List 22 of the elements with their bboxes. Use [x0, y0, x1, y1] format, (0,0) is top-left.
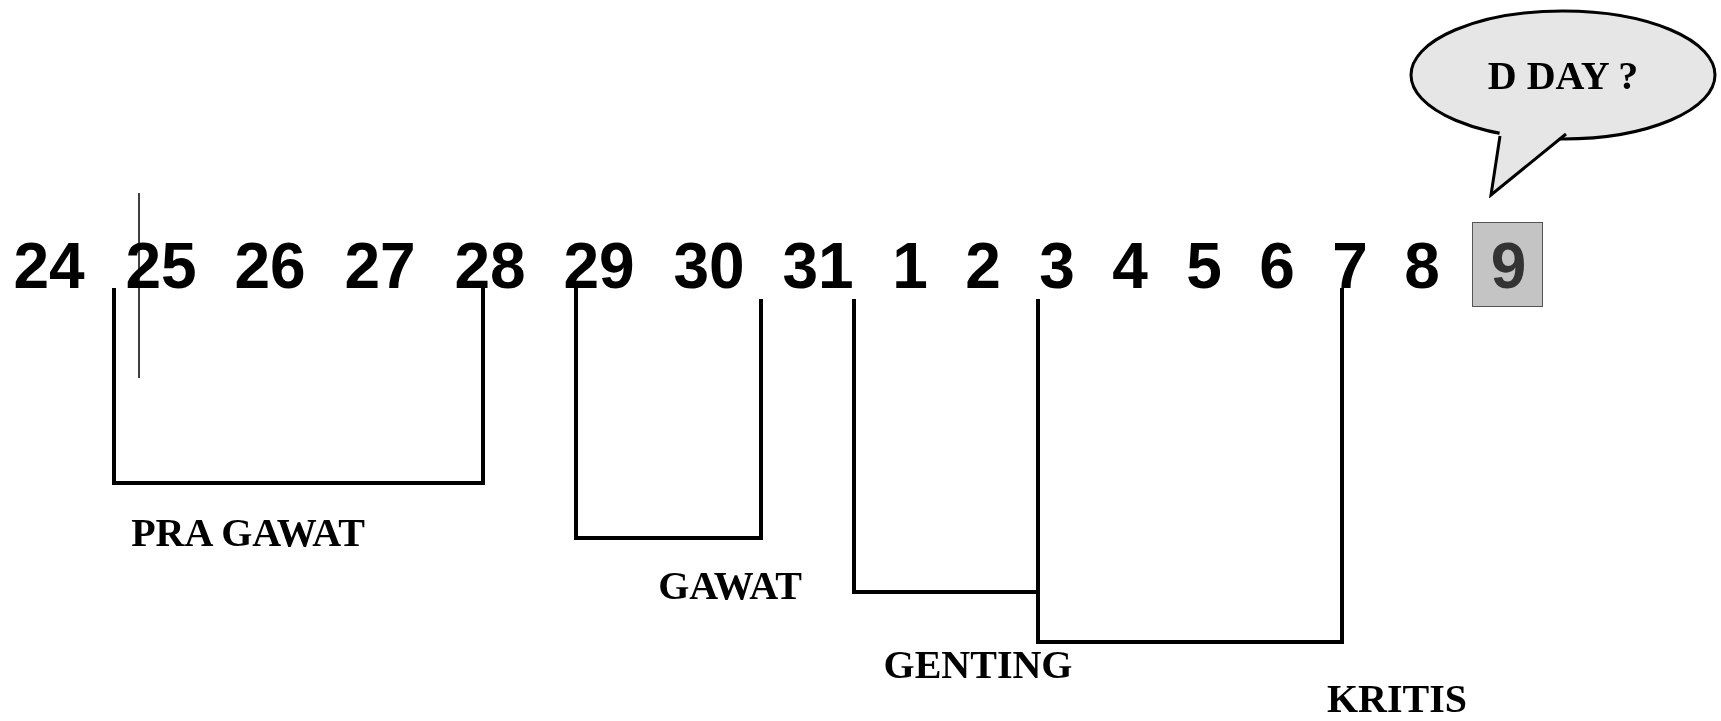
bracket-label: PRA GAWAT: [131, 508, 365, 556]
date-number: 8: [1404, 229, 1440, 303]
date-number: 4: [1112, 229, 1148, 303]
date-number: 31: [782, 229, 854, 303]
date-number: 28: [454, 229, 526, 303]
date-number: 1: [892, 229, 928, 303]
bracket-label: GAWAT: [658, 561, 802, 609]
bracket-label: GENTING: [883, 640, 1073, 688]
bracket-label: KRITIS: [1326, 674, 1468, 721]
date-number: 2: [965, 229, 1001, 303]
date-number: 3: [1039, 229, 1075, 303]
highlight-box: [1472, 222, 1543, 307]
date-number: 26: [234, 229, 306, 303]
date-number: 7: [1332, 229, 1368, 303]
date-number: 27: [344, 229, 416, 303]
bubble-text: D DAY ?: [1487, 51, 1639, 99]
date-number: 24: [13, 229, 85, 303]
date-number: 9: [1490, 228, 1527, 303]
date-number: 30: [673, 229, 745, 303]
date-number: 5: [1186, 229, 1222, 303]
date-number: 6: [1259, 229, 1295, 303]
date-number: 29: [563, 229, 635, 303]
